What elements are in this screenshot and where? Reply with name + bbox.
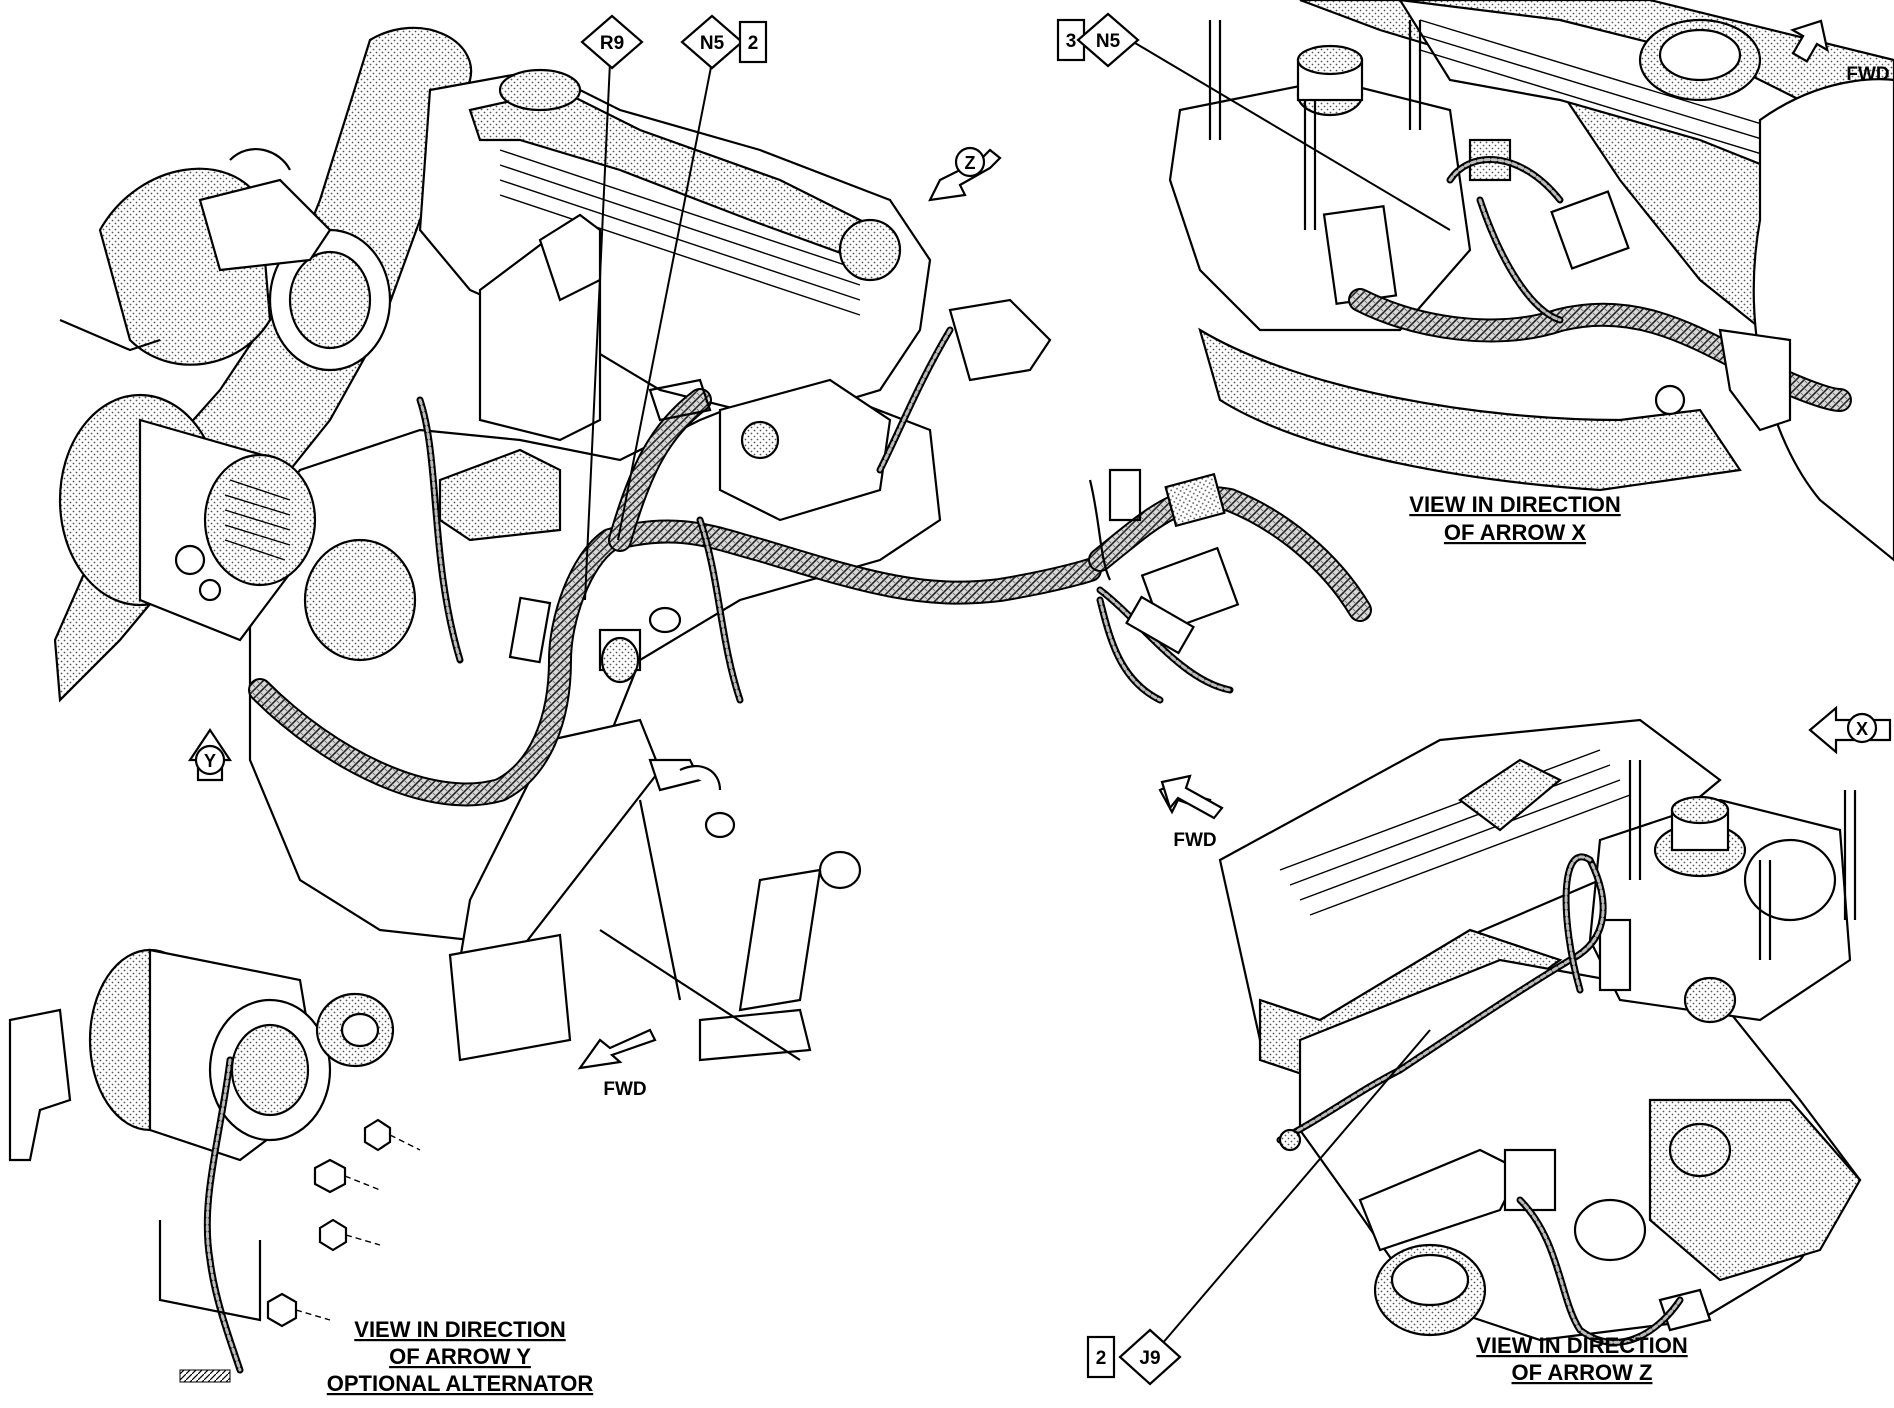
n5-view-x-leader [1129,39,1451,231]
fwd-marker-main: FWD [577,1028,657,1100]
coil-connectors [508,378,712,684]
oil-filter [303,538,417,662]
engine-wiring-harness [248,326,1372,807]
callout-n5-3-number: 3 [1066,31,1077,52]
callout-r9: R9 [580,14,644,70]
view-y-caption-line3: OPTIONAL ALTERNATOR [327,1371,594,1396]
callout-n5-3-label: N5 [1096,31,1121,52]
direction-arrow-x: X [1808,705,1892,755]
view-y-caption-line2: OF ARROW Y [389,1344,531,1369]
callout-n5-number: 2 [748,33,759,54]
direction-arrow-y: Y [187,728,233,782]
view-x-caption-line1: VIEW IN DIRECTION [1409,492,1620,517]
fwd-marker-view-z: FWD [1158,774,1224,851]
oil-filler-cap [498,68,582,112]
n5-leader [617,61,713,541]
view-z-caption-line2: OF ARROW Z [1512,1360,1653,1385]
j9-leader [1149,1029,1431,1359]
sensor-bracket [718,298,1052,522]
callout-n5-label: N5 [700,33,725,54]
view-x-caption-line2: OF ARROW X [1444,520,1586,545]
arrow-x-label: X [1856,719,1868,739]
engine-mount-bracket [448,718,862,1062]
fwd-main-label: FWD [603,1079,646,1100]
ignition-coil [438,213,602,542]
view-y-stamp [179,1369,231,1383]
view-y-caption-line1: VIEW IN DIRECTION [354,1317,565,1342]
callout-n5-2: N5 2 [680,14,768,70]
view-z-caption-line1: VIEW IN DIRECTION [1476,1333,1687,1358]
valve-cover-bolt [838,218,902,282]
main-engine-view: R9 N5 2 Z Y FWD [53,14,1372,1100]
direction-arrow-z: Z [928,146,1002,202]
arrow-z-label: Z [965,153,976,173]
arrow-y-label: Y [204,751,216,771]
view-z-detail: X FWD [1086,705,1892,1386]
view-y-detail: VIEW IN DIRECTION OF ARROW Y OPTIONAL AL… [8,948,594,1396]
r9-leader [584,61,611,601]
callout-n5-3: 3 N5 [1056,12,1140,68]
view-x-detail: 3 N5 FWD VIEW IN DIRECTION OF ARROW X [1056,0,1894,562]
callout-j9-2: 2 J9 [1086,1328,1182,1386]
callout-j9-label: J9 [1139,1348,1160,1369]
callout-r9-label: R9 [600,33,624,54]
fwd-marker-view-x: FWD [1789,19,1890,85]
fwd-view-x-label: FWD [1846,64,1889,85]
callout-j9-number: 2 [1096,1348,1107,1369]
view-y-nuts [266,1118,421,1328]
alternator [58,393,317,642]
view-x-throttle-body [1168,78,1472,332]
harness-connectors [1088,468,1240,655]
fwd-view-z-label: FWD [1173,830,1216,851]
power-steering-pump [59,148,392,372]
